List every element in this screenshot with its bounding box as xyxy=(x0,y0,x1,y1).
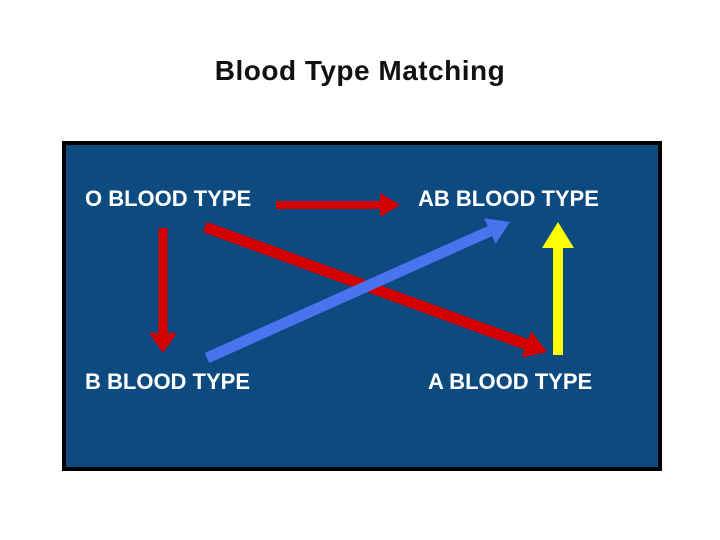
arrow-o-to-ab xyxy=(276,193,400,217)
page-title: Blood Type Matching xyxy=(214,55,506,86)
arrow-a-to-ab xyxy=(542,222,574,355)
node-a-blood-type: A BLOOD TYPE xyxy=(428,369,593,394)
diagram-box: O BLOOD TYPE AB BLOOD TYPE B BLOOD TYPE … xyxy=(62,141,662,471)
arrows-layer xyxy=(149,193,574,364)
node-b-blood-type: B BLOOD TYPE xyxy=(85,369,251,394)
node-o-blood-type: O BLOOD TYPE xyxy=(85,186,252,211)
arrow-b-to-ab xyxy=(204,218,510,364)
node-ab-blood-type: AB BLOOD TYPE xyxy=(418,186,599,211)
arrow-o-to-b xyxy=(149,228,177,353)
